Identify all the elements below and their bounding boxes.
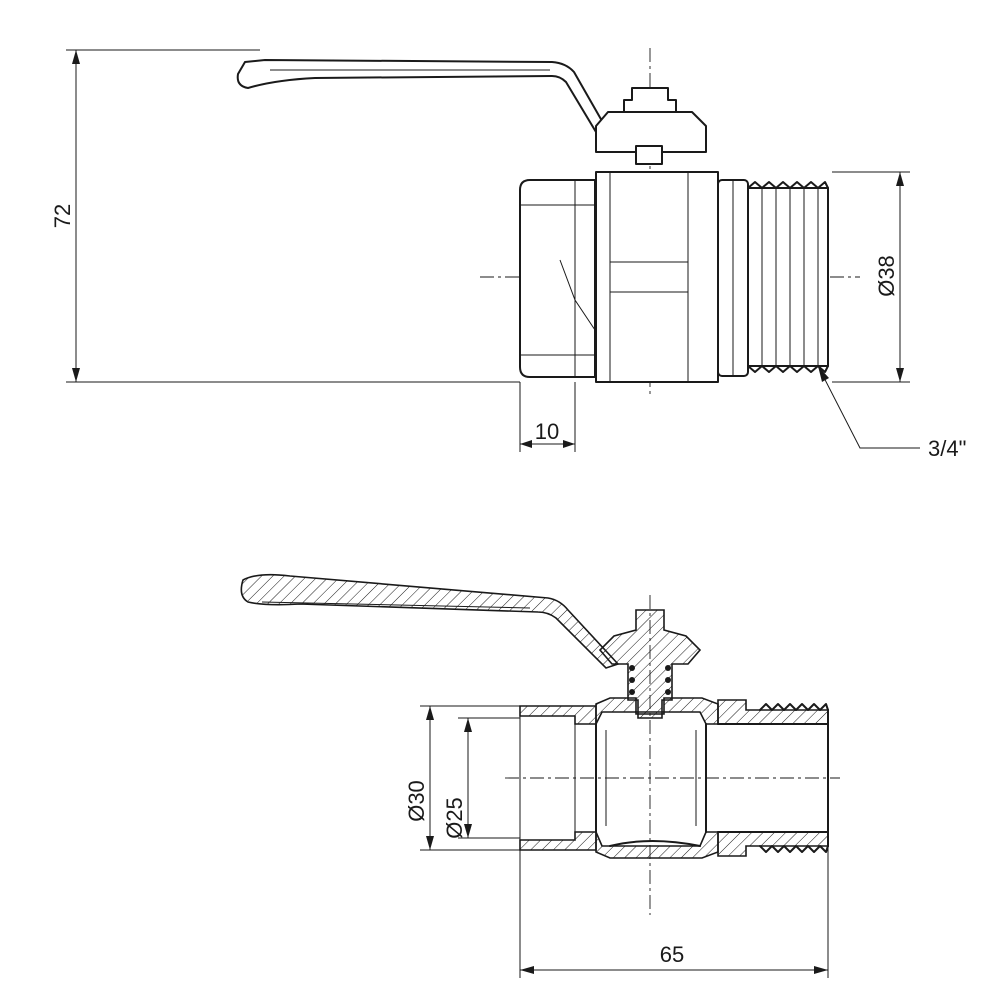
label-bore-outer: Ø30 — [404, 780, 429, 822]
stem-o-rings — [629, 665, 671, 695]
female-hex-end — [519, 179, 596, 378]
hex-chamfer — [559, 259, 596, 331]
thread-crest-top — [747, 181, 829, 189]
union-wall-top — [717, 699, 829, 725]
ball-bore-lines — [605, 730, 697, 826]
female-end-wall-top — [519, 705, 597, 725]
leader-thread-size: 3/4" — [817, 365, 966, 461]
top-view: 72 Ø38 10 3/4" — [50, 48, 966, 461]
body-wall-top — [595, 697, 719, 725]
female-bore — [519, 715, 576, 841]
body-flat-lines — [610, 261, 688, 293]
ball-arc — [609, 840, 701, 847]
dimension-bore-inner: Ø25 — [442, 717, 520, 839]
male-threaded-end — [747, 187, 829, 367]
stem-nut — [623, 87, 677, 113]
dimension-height: 72 — [50, 49, 520, 383]
label-thread-size: 3/4" — [928, 436, 966, 461]
union-wall-bottom — [717, 831, 829, 857]
label-overall-height: 72 — [50, 204, 75, 228]
thread-crest-bottom — [747, 365, 829, 373]
dimension-bore-outer: Ø30 — [404, 705, 520, 851]
dimension-overall-length: 65 — [519, 846, 829, 978]
label-overall-length: 65 — [660, 942, 684, 967]
lever-section — [240, 573, 620, 669]
dimension-outer-diameter: Ø38 — [832, 171, 910, 383]
lever-handle — [236, 59, 607, 133]
label-outer-diameter: Ø38 — [874, 255, 899, 297]
stem-block — [635, 145, 663, 165]
female-end-wall-bottom — [519, 831, 597, 851]
valve-body — [595, 171, 719, 383]
dimension-thread-length: 10 — [519, 382, 576, 452]
section-view: Ø30 Ø25 65 — [240, 573, 840, 978]
stem-section — [598, 609, 702, 719]
male-thread-top — [759, 703, 829, 711]
male-thread-bottom — [759, 845, 829, 853]
label-thread-length: 10 — [535, 419, 559, 444]
thread-lines — [761, 188, 819, 366]
label-bore-inner: Ø25 — [442, 797, 467, 839]
lever-section-edge — [261, 601, 531, 609]
handle-collar — [595, 111, 707, 153]
